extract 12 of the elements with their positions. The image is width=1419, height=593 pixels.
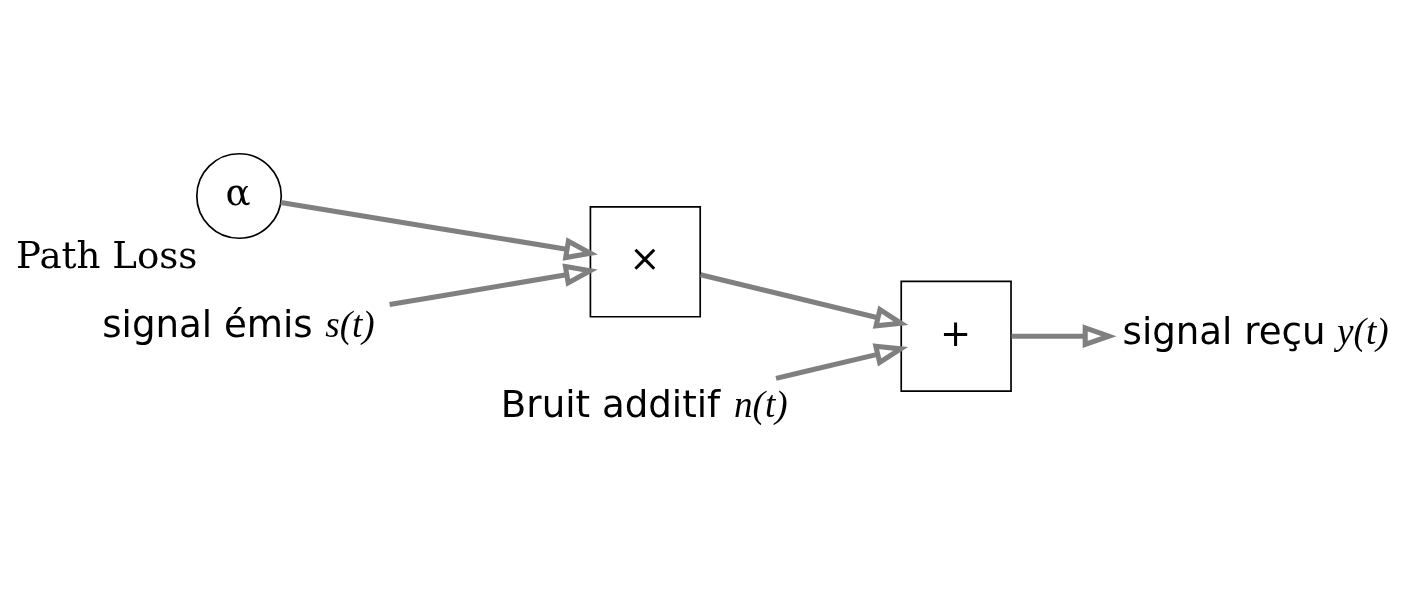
node-circle: α — [195, 152, 283, 240]
node-text: Bruit additif n(t) — [500, 382, 788, 426]
node-box: × — [589, 206, 702, 318]
arrow — [280, 200, 598, 261]
arrow — [775, 343, 909, 381]
arrow — [1011, 324, 1117, 349]
arrow — [699, 272, 909, 329]
node-text: signal reçu y(t) — [1122, 309, 1389, 353]
arrow — [389, 263, 598, 307]
node-box: + — [900, 280, 1012, 392]
node-label: Path Loss — [16, 233, 198, 277]
node-text: signal émis s(t) — [102, 303, 375, 347]
